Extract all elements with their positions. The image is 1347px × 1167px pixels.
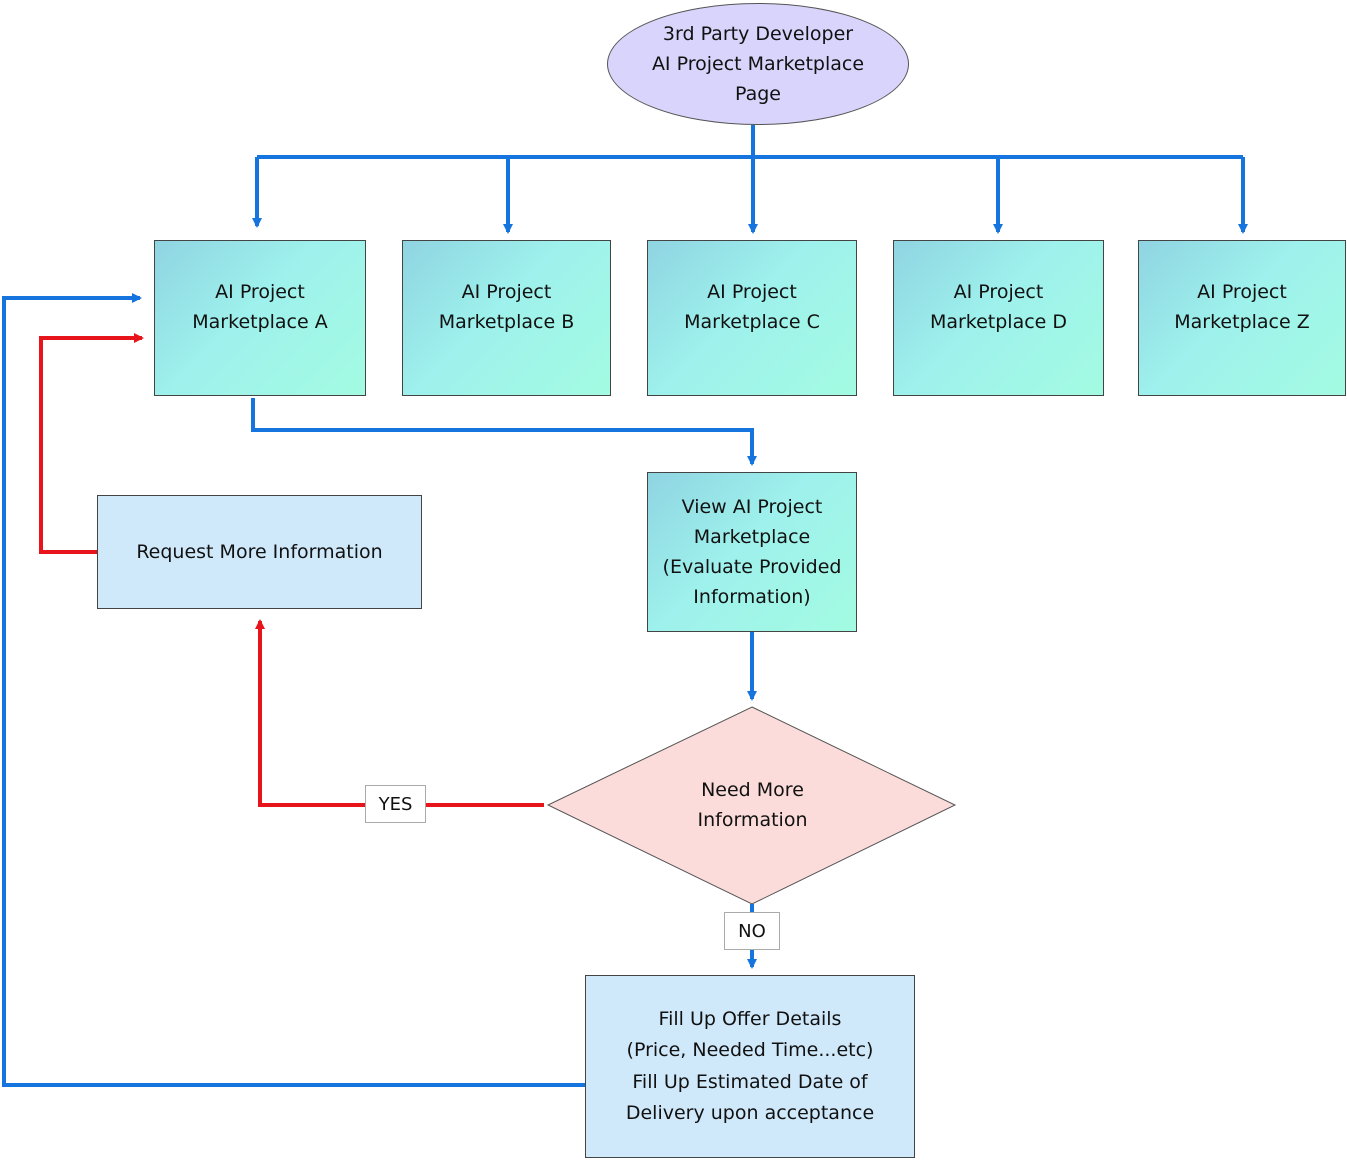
marketplace-b-label: AI Project Marketplace B <box>438 281 575 333</box>
offer-details-label: Fill Up Offer Details (Price, Needed Tim… <box>625 1007 875 1125</box>
arrow-marketplace-a-to-view <box>251 398 757 466</box>
marketplace-b-node: AI Project Marketplace B <box>402 240 611 396</box>
marketplace-d-label: AI Project Marketplace D <box>929 281 1068 333</box>
marketplace-a-label: AI Project Marketplace A <box>192 281 328 333</box>
arrow-request-to-marketplace-a <box>39 333 144 554</box>
view-marketplace-node: View AI Project Marketplace (Evaluate Pr… <box>647 472 857 632</box>
marketplace-z-node: AI Project Marketplace Z <box>1138 240 1346 396</box>
request-more-info-node: Request More Information <box>97 495 422 609</box>
arrow-offer-to-marketplace-a <box>2 293 585 1087</box>
marketplace-d-node: AI Project Marketplace D <box>893 240 1104 396</box>
arrow-decision-yes-to-request <box>255 619 544 807</box>
marketplace-c-node: AI Project Marketplace C <box>647 240 857 396</box>
decision-node-label-wrap: Need More Information <box>640 770 865 840</box>
decision-label: Need More Information <box>697 779 808 831</box>
marketplace-a-node: AI Project Marketplace A <box>154 240 366 396</box>
marketplace-z-label: AI Project Marketplace Z <box>1174 281 1310 333</box>
start-node-label: 3rd Party Developer AI Project Marketpla… <box>651 23 865 105</box>
no-edge-label: NO <box>724 912 780 950</box>
marketplace-c-label: AI Project Marketplace C <box>684 281 820 333</box>
yes-edge-label: YES <box>365 785 426 823</box>
start-node-developer-page: 3rd Party Developer AI Project Marketpla… <box>607 3 909 125</box>
view-marketplace-label: View AI Project Marketplace (Evaluate Pr… <box>662 496 842 608</box>
request-more-info-label: Request More Information <box>136 541 383 563</box>
offer-details-node: Fill Up Offer Details (Price, Needed Tim… <box>585 975 915 1158</box>
